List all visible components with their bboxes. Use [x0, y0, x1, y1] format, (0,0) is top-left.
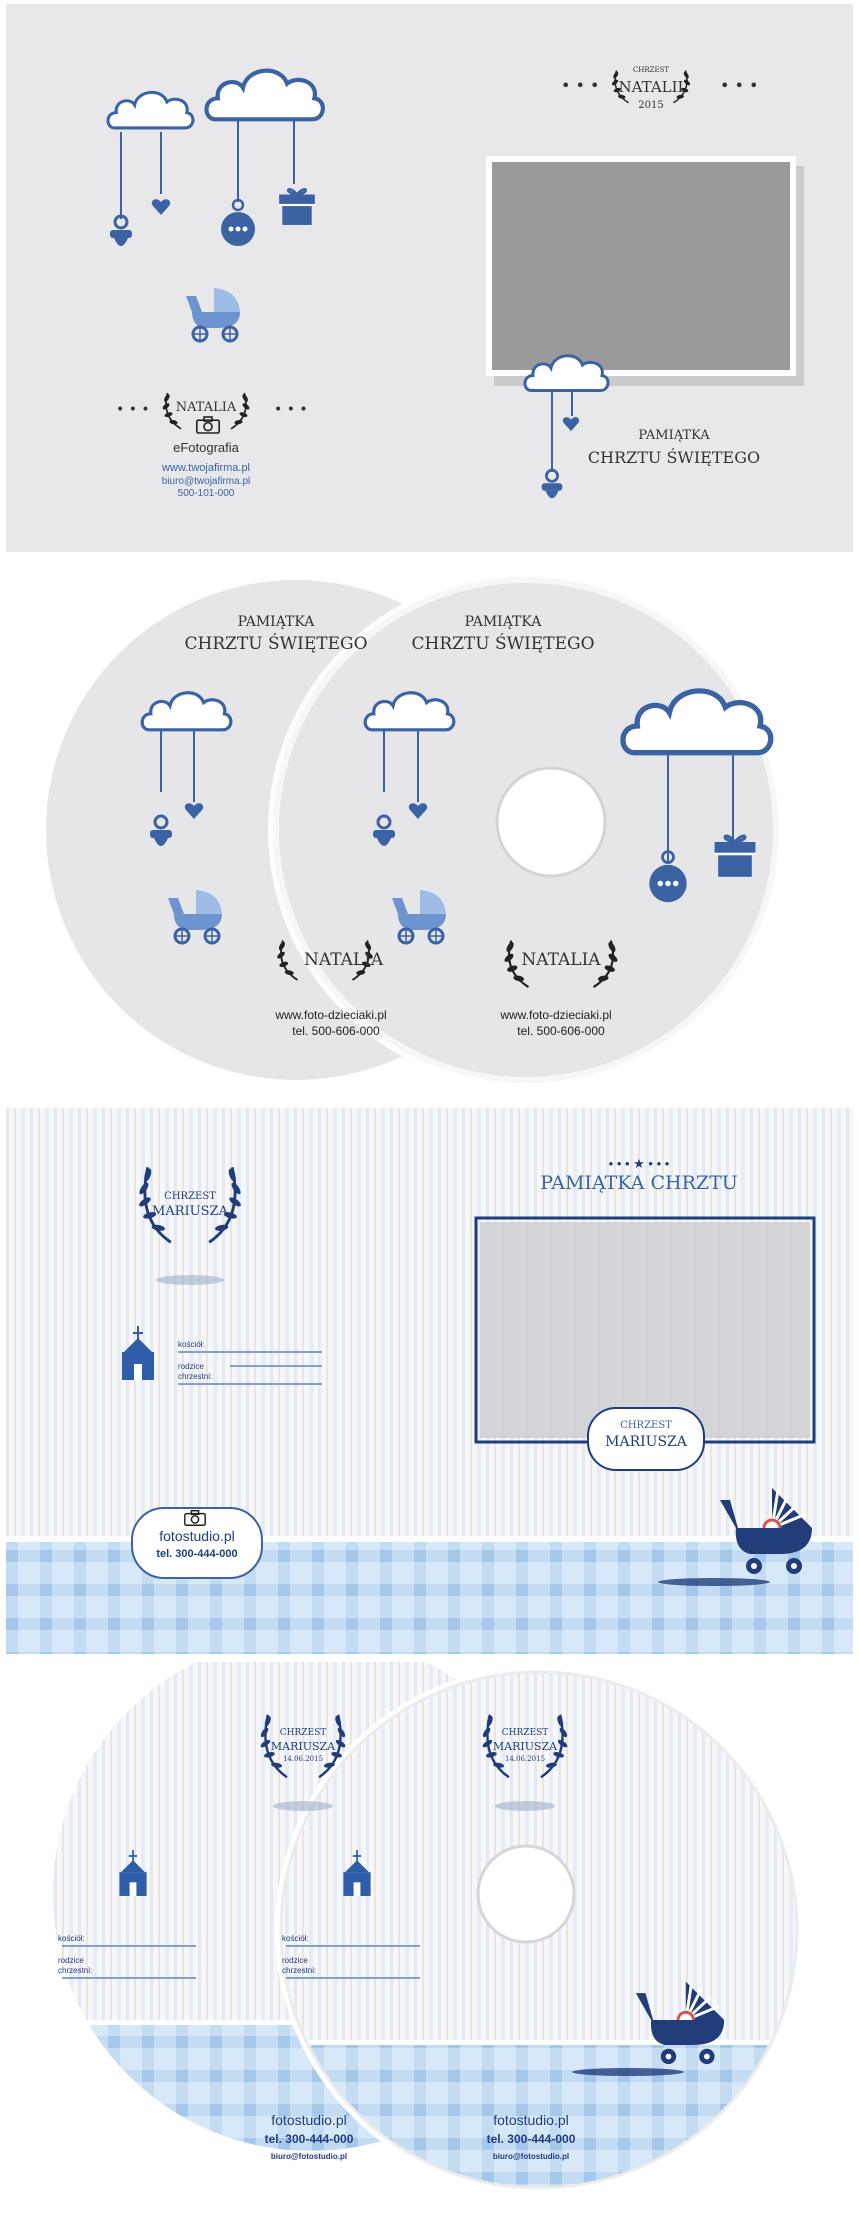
title: PAMIĄTKA CHRZTU — [540, 1172, 738, 1194]
dots-right: • • • — [274, 402, 308, 418]
email: biuro@twojafirma.pl — [161, 476, 251, 487]
studio-brand: eFotografia — [173, 440, 239, 455]
studio-name: NATALIA — [175, 400, 237, 415]
badge-name-left: MARIUSZA — [270, 1740, 336, 1753]
field-parents-1-right: rodzice — [282, 1956, 308, 1965]
phone-right: tel. 500-606-000 — [517, 1024, 605, 1038]
badge-chrzest-right: CHRZEST — [501, 1728, 549, 1738]
photo-placeholder — [480, 1222, 810, 1438]
ornament-ball-icon — [219, 199, 257, 248]
badge-chrzest-left: CHRZEST — [279, 1728, 327, 1738]
website: www.twojafirma.pl — [161, 462, 251, 474]
header-chrzest: CHRZEST — [632, 66, 670, 74]
studio-phone: tel. 300-444-000 — [156, 1548, 238, 1560]
baby-stroller-icon — [184, 286, 242, 343]
website-right: www.foto-dzieciaki.pl — [500, 1008, 612, 1022]
badge-date-right: 14.06.2015 — [504, 1755, 546, 1763]
studio-phone-left: tel. 300-444-000 — [264, 2132, 354, 2146]
field-church-right: kościół: — [282, 1934, 309, 1943]
phone: 500-101-000 — [177, 488, 235, 499]
heart-icon — [151, 199, 171, 215]
cloud-icon — [206, 71, 322, 120]
title-large-left: CHRZTU ŚWIĘTEGO — [184, 634, 368, 654]
field-parents-1-left: rodzice — [58, 1956, 84, 1965]
badge-name: MARIUSZA — [152, 1204, 228, 1219]
heart-icon — [562, 417, 580, 432]
studio-email-right: biuro@fotostudio.pl — [492, 2152, 570, 2161]
field-church: kościół: — [178, 1340, 205, 1349]
website-left: www.foto-dzieciaki.pl — [275, 1008, 387, 1022]
studio-phone-right: tel. 300-444-000 — [486, 2132, 576, 2146]
gift-box-icon — [277, 188, 317, 226]
name-right: NATALIA — [521, 950, 601, 970]
pacifier-icon — [540, 468, 564, 500]
phone-left: tel. 500-606-000 — [292, 1024, 380, 1038]
field-parents-2: chrzestni: — [178, 1372, 213, 1381]
field-parents-2-left: chrzestni: — [58, 1966, 93, 1975]
disc-hole — [476, 1844, 576, 1944]
gift-box-icon — [713, 834, 757, 878]
photo-placeholder — [492, 162, 790, 370]
title-small-left: PAMIĄTKA — [237, 614, 315, 630]
dots-left: • • • — [116, 402, 150, 418]
disc-hole — [495, 766, 607, 878]
badge-name-right: MARIUSZA — [492, 1740, 558, 1753]
pacifier-icon — [108, 214, 134, 248]
dots-left: • • • — [561, 76, 600, 95]
title-large-right: CHRZTU ŚWIĘTEGO — [411, 634, 595, 654]
dots-right: • • • — [720, 76, 759, 95]
cloud-mobile-left — [106, 71, 323, 343]
field-church-left: kościół: — [58, 1934, 85, 1943]
badge-date-left: 14.06.2015 — [282, 1755, 324, 1763]
label-chrzest: CHRZEST — [620, 1420, 672, 1431]
stars-decoration: • • • ★ • • • — [608, 1156, 670, 1171]
title-small-right: PAMIĄTKA — [464, 614, 542, 630]
cover-panel-mariusz: CHRZEST MARIUSZA kościół: rodzice chrzes… — [6, 1108, 853, 1654]
badge-chrzest: CHRZEST — [164, 1191, 216, 1202]
cloud-icon — [106, 90, 195, 130]
field-parents-1: rodzice — [178, 1362, 204, 1371]
disc-panel-mariusz: CHRZEST MARIUSZA 14.06.2015 CHRZEST MARI… — [6, 1662, 853, 2218]
title-small: PAMIĄTKA — [638, 428, 710, 443]
header-year: 2015 — [638, 100, 664, 111]
disc-panel-natalia: PAMIĄTKA CHRZTU ŚWIĘTEGO PAMIĄTKA CHRZTU… — [6, 560, 853, 1100]
cover-panel-natalia: CHRZEST NATALII 2015 • • • • • • NATALIA… — [6, 4, 853, 552]
title-large: CHRZTU ŚWIĘTEGO — [587, 448, 761, 467]
studio-email-left: biuro@fotostudio.pl — [270, 2152, 348, 2161]
header-name: NATALII — [618, 78, 684, 96]
label-name: MARIUSZA — [605, 1434, 687, 1450]
studio-name-left: fotostudio.pl — [271, 2112, 347, 2128]
studio-name-right: fotostudio.pl — [493, 2112, 569, 2128]
camera-icon — [196, 416, 220, 434]
name-left: NATALIA — [304, 950, 384, 970]
studio-name: fotostudio.pl — [159, 1528, 235, 1544]
field-parents-2-right: chrzestni: — [282, 1966, 317, 1975]
